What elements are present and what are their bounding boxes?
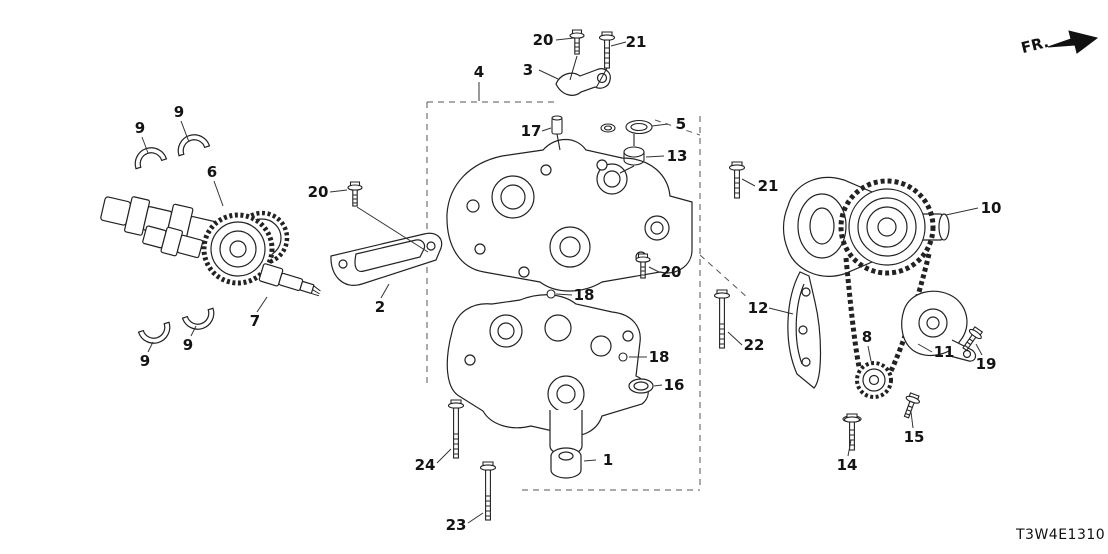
part-callout-9: 9 bbox=[173, 103, 185, 121]
bolts bbox=[347, 29, 985, 521]
part-callout-4: 4 bbox=[473, 63, 485, 81]
part-callout-8: 8 bbox=[861, 328, 873, 346]
part-callout-21: 21 bbox=[625, 33, 647, 51]
part-callout-20: 20 bbox=[660, 263, 682, 281]
part-callout-20: 20 bbox=[307, 183, 329, 201]
part-callout-15: 15 bbox=[903, 428, 925, 446]
pump-collar bbox=[550, 447, 582, 479]
part-callout-22: 22 bbox=[743, 336, 765, 354]
part-callout-7: 7 bbox=[249, 312, 261, 330]
part-callout-9: 9 bbox=[134, 119, 146, 137]
part-callout-9: 9 bbox=[182, 336, 194, 354]
chain-tensioner bbox=[901, 290, 977, 362]
part-callout-5: 5 bbox=[675, 115, 687, 133]
part-callout-13: 13 bbox=[666, 147, 688, 165]
part-callout-17: 17 bbox=[520, 122, 542, 140]
part-callout-1: 1 bbox=[602, 451, 614, 469]
chain-and-sprocket bbox=[838, 178, 950, 399]
part-callout-20: 20 bbox=[532, 31, 554, 49]
leader-lines bbox=[141, 37, 983, 524]
part-callout-21: 21 bbox=[757, 177, 779, 195]
dowel-pin-17 bbox=[551, 115, 563, 151]
baffle-plate bbox=[330, 232, 443, 286]
lower-pump-housing bbox=[446, 294, 649, 456]
part-callout-14: 14 bbox=[836, 456, 858, 474]
part-callout-9: 9 bbox=[139, 352, 151, 370]
upper-pump-housing bbox=[446, 138, 693, 292]
part-callout-3: 3 bbox=[522, 61, 534, 79]
sprocket-housing bbox=[782, 176, 883, 277]
part-callout-12: 12 bbox=[747, 299, 769, 317]
part-callout-24: 24 bbox=[414, 456, 436, 474]
o-ring-16 bbox=[628, 378, 654, 394]
fr-arrow-icon bbox=[1047, 30, 1099, 54]
bracket-arm bbox=[555, 55, 611, 96]
part-callout-11: 11 bbox=[933, 343, 955, 361]
part-callout-18: 18 bbox=[648, 348, 670, 366]
bearing-shells bbox=[134, 134, 215, 344]
part-callout-16: 16 bbox=[663, 376, 685, 394]
sealing-cap bbox=[619, 134, 645, 174]
part-callout-18: 18 bbox=[573, 286, 595, 304]
part-callout-19: 19 bbox=[975, 355, 997, 373]
diagram-code: T3W4E1310 bbox=[1016, 527, 1106, 543]
chain-guide bbox=[787, 271, 822, 389]
part-callout-23: 23 bbox=[445, 516, 467, 534]
part-callout-10: 10 bbox=[980, 199, 1002, 217]
sealing-washers bbox=[600, 119, 653, 135]
balance-shaft-assembly bbox=[100, 196, 321, 297]
part-callout-6: 6 bbox=[206, 163, 218, 181]
part-callout-2: 2 bbox=[374, 298, 386, 316]
dowel-pins-18 bbox=[546, 289, 628, 362]
